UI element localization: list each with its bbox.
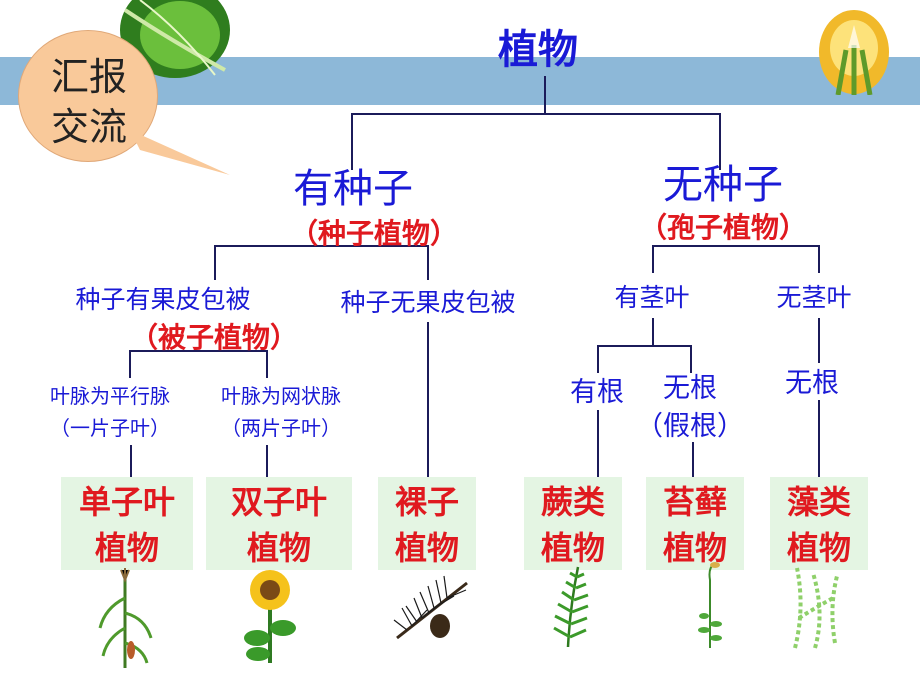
no-root-line-2: （假根） [636,411,744,442]
parallel-vein-label: 叶脉为平行脉 （一片子叶） [50,380,170,444]
group-line-2: 植物 [94,529,159,567]
group-line-1: 苔藓 [662,483,727,521]
netted-vein-label: 叶脉为网状脉 （两片子叶） [221,380,341,444]
root-label: 植物 [498,27,578,73]
group-label-dicot: 双子叶 植物 [206,479,352,571]
group-line-1: 双子叶 [230,483,327,521]
connector [544,76,546,114]
no-root-line-1: 无根 [663,373,717,404]
connector [130,445,132,480]
connector [266,445,268,480]
parallel-vein-line-2: （一片子叶） [50,416,170,440]
connector [129,350,131,378]
connector [818,400,820,480]
connector [597,345,692,347]
speech-bubble-tail [130,130,230,175]
connector [214,245,216,280]
netted-vein-line-1: 叶脉为网状脉 [221,384,341,408]
connector [427,245,429,280]
connector [652,318,654,346]
pine-branch-icon [393,575,468,640]
group-box-moss [646,477,744,570]
spore-label: 无种子 [663,162,783,208]
spore-plants-label: （孢子植物） [638,211,808,244]
connector [692,442,694,480]
leaf-photo-icon [120,0,230,78]
seed-plants-label: （种子植物） [289,217,459,250]
connector [818,318,820,363]
connector [214,245,429,247]
no-root-label: 无根 [785,368,839,399]
sunflower-icon [244,570,296,663]
has-root-label: 有根 [570,377,624,408]
connector [690,345,692,373]
has-stem-leaf-label: 有茎叶 [614,283,690,312]
connector [266,350,268,378]
group-line-1: 蕨类 [540,483,605,521]
group-label-fern: 蕨类 植物 [524,479,622,571]
netted-vein-line-2: （两片子叶） [221,416,341,440]
group-line-2: 植物 [662,529,727,567]
group-label-moss: 苔藓 植物 [646,479,744,571]
group-box-fern [524,477,622,570]
seed-label: 有种子 [293,166,413,212]
group-label-algae: 藻类 植物 [770,479,868,571]
group-line-2: 植物 [786,529,851,567]
connector [351,113,353,170]
group-box-algae [770,477,868,570]
no-stem-leaf-label: 无茎叶 [776,283,852,312]
speech-bubble [18,30,158,162]
bubble-text: 汇报 交流 [34,52,144,152]
group-line-1: 裸子 [394,483,459,521]
tulip-photo-icon [819,10,889,95]
group-box-dicot [206,477,352,570]
connector [597,345,599,373]
connector [129,350,268,352]
angiosperm-label: （被子植物） [129,321,299,354]
algae-icon [793,567,839,649]
group-line-2: 植物 [540,529,605,567]
connector [427,322,429,487]
connector [818,245,820,273]
connector [652,245,654,273]
no-root-false-root-label: 无根 （假根） [636,370,744,446]
moss-icon [698,562,722,648]
group-box-gymnosperm [378,477,476,570]
group-box-monocot [61,477,193,570]
group-label-monocot: 单子叶 植物 [61,479,193,571]
fern-icon [553,566,589,648]
bubble-line-2: 交流 [50,105,127,149]
group-label-gymnosperm: 裸子 植物 [378,479,476,571]
connector [351,113,721,115]
connector [652,245,820,247]
connector [719,113,721,170]
group-line-2: 植物 [246,529,311,567]
corn-plant-icon [98,568,153,668]
group-line-1: 单子叶 [78,483,175,521]
parallel-vein-line-1: 叶脉为平行脉 [50,384,170,408]
bubble-line-1: 汇报 [50,55,127,99]
group-line-1: 藻类 [786,483,851,521]
group-line-2: 植物 [394,529,459,567]
naked-seed-label: 种子无果皮包被 [340,288,516,317]
covered-seed-label: 种子有果皮包被 [75,285,251,314]
connector [597,410,599,480]
